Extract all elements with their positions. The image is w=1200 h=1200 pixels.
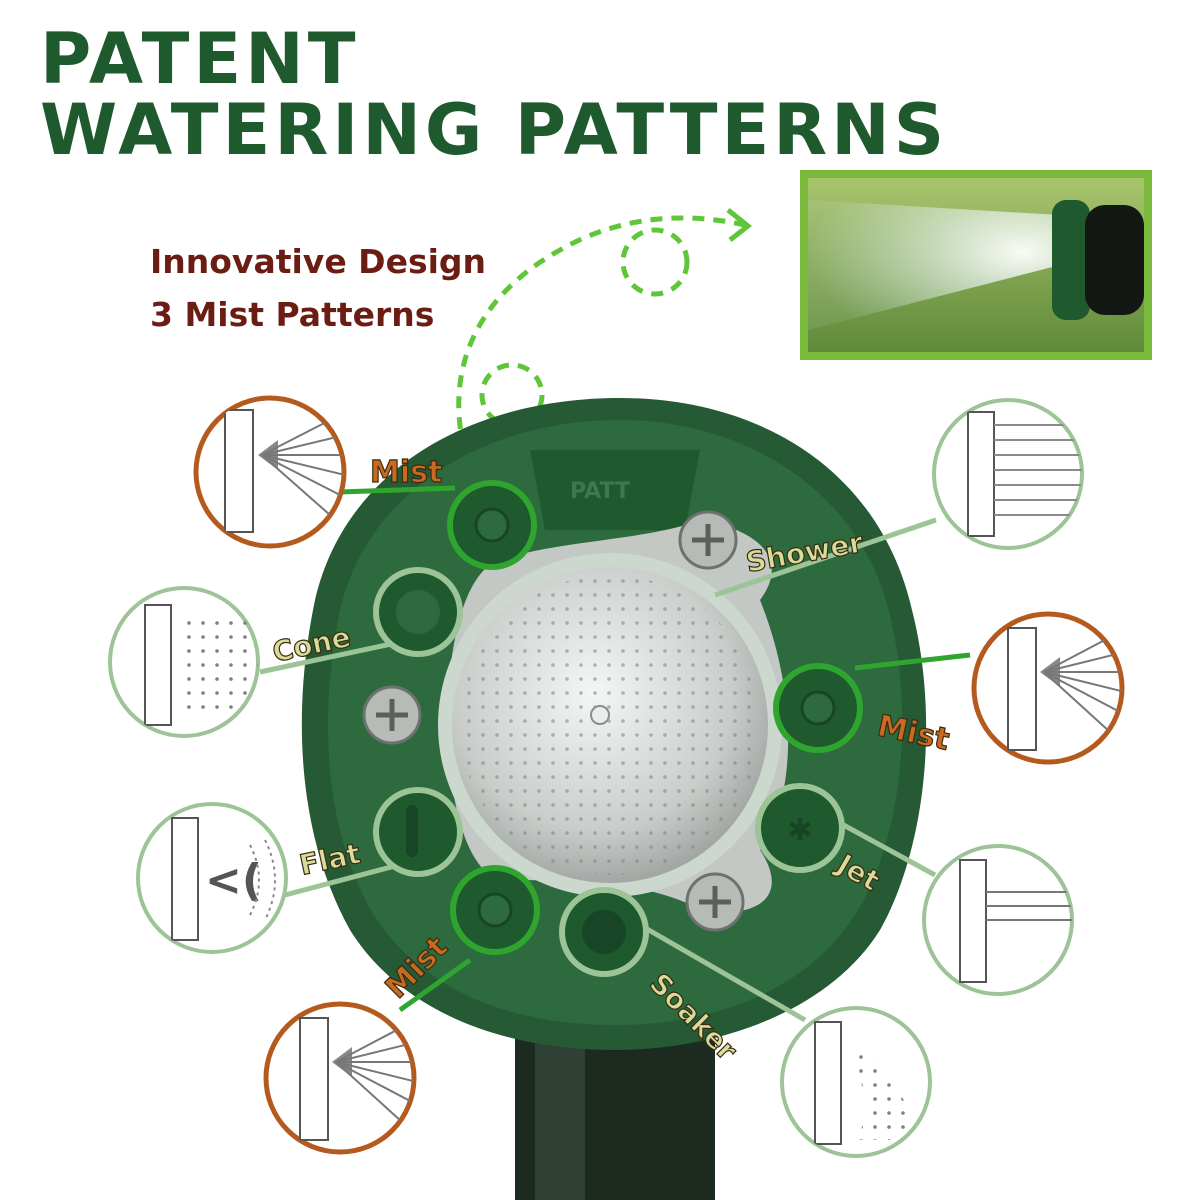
- subheading-line1: Innovative Design: [150, 242, 487, 281]
- soaker-pattern-icon: [780, 1006, 932, 1158]
- outlet-flat: [373, 787, 463, 877]
- jet-pattern-icon: [922, 844, 1074, 996]
- outlet-jet: ✱: [755, 783, 845, 873]
- subheading-line2: 3 Mist Patterns: [150, 295, 435, 334]
- outlet-mist-top: [447, 480, 537, 570]
- mist-pattern-icon: [971, 611, 1125, 765]
- dial-label: PATT: [570, 479, 630, 504]
- outlet-soaker: [559, 887, 649, 977]
- hose-handle: [515, 1030, 715, 1200]
- shower-pattern-icon: [932, 398, 1084, 550]
- screw: [362, 510, 745, 932]
- connector-lines: [259, 485, 971, 1023]
- headline-line2: WATERING PATTERNS: [40, 89, 949, 171]
- outlet-cone: [373, 567, 463, 657]
- nozzle-head: PATT: [301, 398, 927, 1050]
- svg-text:<(: <(: [205, 855, 262, 906]
- cone-pattern-icon: [108, 586, 260, 738]
- mist-pattern-icon: [193, 395, 347, 549]
- flat-pattern-icon: <(: [136, 802, 288, 954]
- label-mist-top: Mist: [370, 455, 442, 490]
- mist-pattern-icon: [263, 1001, 417, 1155]
- svg-text:✱: ✱: [787, 813, 812, 848]
- spray-photo: [800, 170, 1152, 360]
- headline-line1: PATENT: [40, 18, 360, 100]
- outlet-mist-right: [773, 663, 863, 753]
- outlet-mist-bottom: [450, 865, 540, 955]
